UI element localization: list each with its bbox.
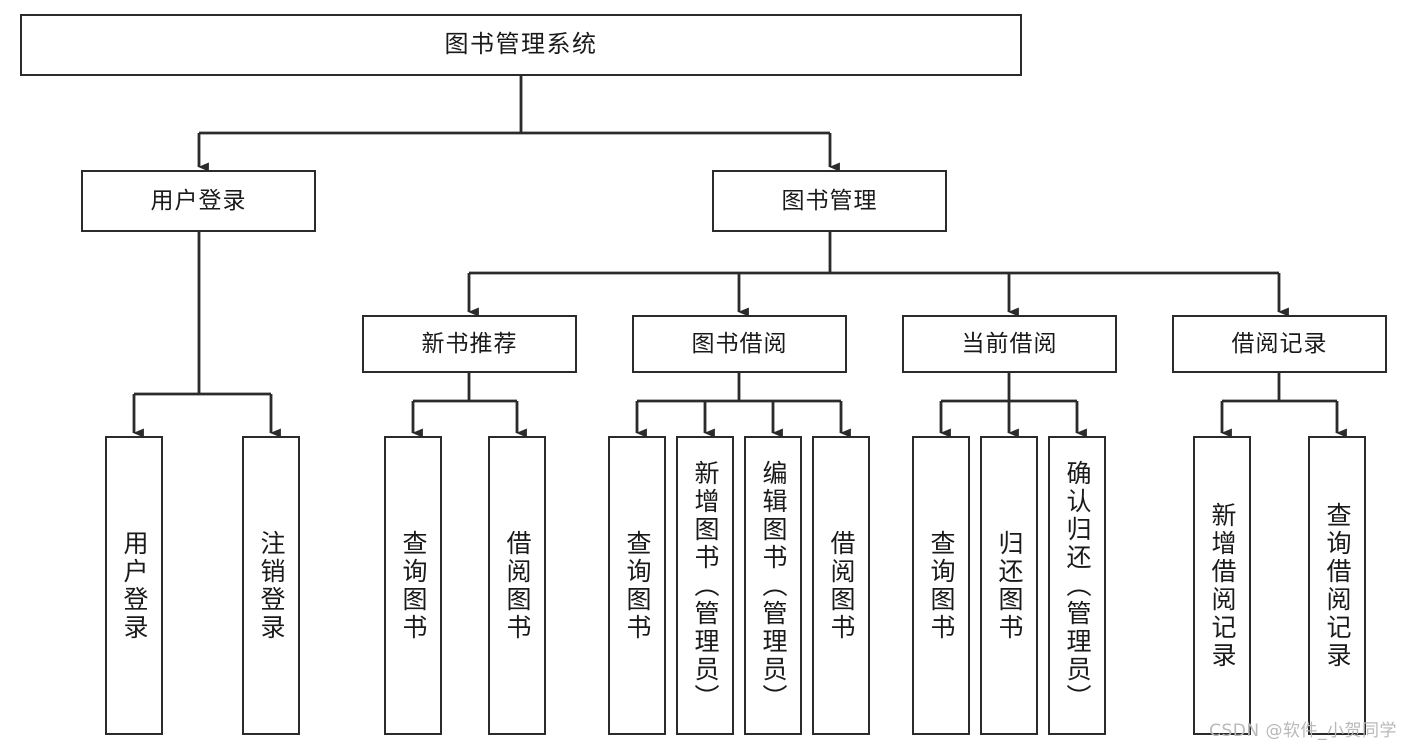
- node-label: 图书借阅: [691, 330, 788, 357]
- node-label: 用户登录: [150, 187, 247, 214]
- node-book-management[interactable]: 图书管理: [712, 170, 947, 232]
- node-label: 编辑图书（管理员）: [759, 459, 788, 712]
- node-label: 查询借阅记录: [1323, 501, 1352, 670]
- node-label: 借阅记录: [1231, 330, 1328, 357]
- node-label: 借阅图书: [503, 529, 532, 642]
- node-label: 归还图书: [995, 529, 1024, 642]
- node-label: 图书管理系统: [444, 30, 598, 59]
- leaf-add-borrow-record[interactable]: 新增借阅记录: [1193, 436, 1251, 735]
- node-label: 注销登录: [257, 529, 286, 642]
- node-label: 查询图书: [927, 529, 956, 642]
- node-label: 当前借阅: [961, 330, 1058, 357]
- node-borrow-records[interactable]: 借阅记录: [1172, 315, 1387, 373]
- leaf-confirm-return-admin[interactable]: 确认归还（管理员）: [1048, 436, 1106, 735]
- leaf-logout[interactable]: 注销登录: [242, 436, 300, 735]
- leaf-query-book-borrow[interactable]: 查询图书: [608, 436, 666, 735]
- node-new-book-recommend[interactable]: 新书推荐: [362, 315, 577, 373]
- node-label: 借阅图书: [827, 529, 856, 642]
- csdn-watermark: CSDN @软件_小贺同学: [1209, 721, 1397, 741]
- leaf-add-book-admin[interactable]: 新增图书（管理员）: [676, 436, 734, 735]
- leaf-edit-book-admin[interactable]: 编辑图书（管理员）: [744, 436, 802, 735]
- leaf-borrow-book-recommend[interactable]: 借阅图书: [488, 436, 546, 735]
- node-label: 图书管理: [781, 187, 878, 214]
- node-current-borrow[interactable]: 当前借阅: [902, 315, 1117, 373]
- node-root-system[interactable]: 图书管理系统: [20, 14, 1022, 76]
- node-label: 查询图书: [399, 529, 428, 642]
- node-label: 新书推荐: [421, 330, 518, 357]
- node-label: 确认归还（管理员）: [1063, 459, 1092, 712]
- node-label: 用户登录: [120, 529, 149, 642]
- leaf-user-login[interactable]: 用户登录: [105, 436, 163, 735]
- leaf-query-book-recommend[interactable]: 查询图书: [384, 436, 442, 735]
- node-label: 新增借阅记录: [1208, 501, 1237, 670]
- leaf-return-book[interactable]: 归还图书: [980, 436, 1038, 735]
- node-label: 查询图书: [623, 529, 652, 642]
- leaf-query-book-current[interactable]: 查询图书: [912, 436, 970, 735]
- leaf-query-borrow-record[interactable]: 查询借阅记录: [1308, 436, 1366, 735]
- node-book-borrow[interactable]: 图书借阅: [632, 315, 847, 373]
- leaf-borrow-book[interactable]: 借阅图书: [812, 436, 870, 735]
- node-user-login[interactable]: 用户登录: [81, 170, 316, 232]
- node-label: 新增图书（管理员）: [691, 459, 720, 712]
